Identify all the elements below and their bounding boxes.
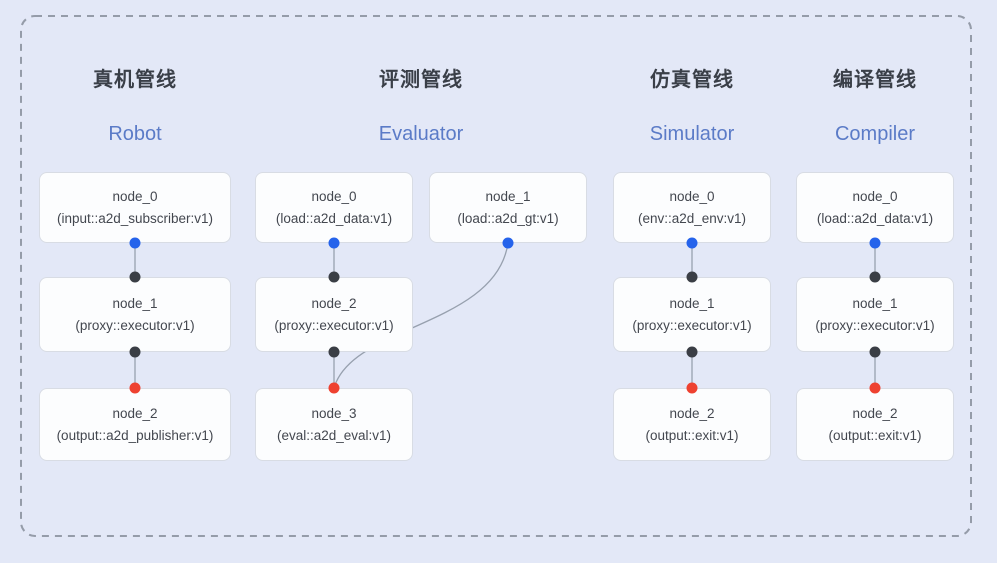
node-type-label: (load::a2d_gt:v1) [457,210,559,226]
node-name-label: node_2 [852,405,898,421]
port-dot-black [869,271,881,283]
node-name-label: node_0 [852,188,898,204]
node-name-label: node_1 [112,295,158,311]
subtitle-text: Simulator [649,123,735,145]
pipeline-title-evaluator-cn: 评测管线 [379,63,463,92]
port-dot-blue [129,237,141,249]
node-type-label: (output::exit:v1) [828,427,922,443]
node-type-label: (proxy::executor:v1) [815,317,935,333]
node-name-label: node_1 [485,188,531,204]
node-type-label: (load::a2d_data:v1) [275,210,393,226]
node-name-label: node_2 [669,405,715,421]
pipeline-subtitle-simulator: Simulator [650,123,734,146]
node-type-label: (input::a2d_subscriber:v1) [56,210,214,226]
dashed-frame [20,15,972,537]
pipeline-title-simulator-cn: 仿真管线 [650,63,734,92]
pipeline-2-node_2-box: node_2(output::exit:v1) [613,388,771,461]
title-text: 评测管线 [379,69,463,91]
pipeline-3-node_2-box: node_2(output::exit:v1) [796,388,954,461]
pipeline-subtitle-robot: Robot [108,123,161,146]
pipeline-subtitle-evaluator: Evaluator [379,123,464,146]
pipeline-0-node_2-box: node_2(output::a2d_publisher:v1) [39,388,231,461]
port-dot-blue [328,237,340,249]
port-dot-black [129,346,141,358]
node-name-label: node_2 [311,295,357,311]
title-text: 真机管线 [93,69,177,91]
node-type-label: (eval::a2d_eval:v1) [276,427,392,443]
port-dot-black [129,271,141,283]
port-dot-red [869,382,881,394]
pipeline-1-node_3-box: node_3(eval::a2d_eval:v1) [255,388,413,461]
port-dot-red [328,382,340,394]
node-type-label: (env::a2d_env:v1) [637,210,747,226]
node-name-label: node_0 [669,188,715,204]
port-dot-red [686,382,698,394]
pipeline-0-node_1-box: node_1(proxy::executor:v1) [39,277,231,352]
port-dot-blue [502,237,514,249]
pipeline-title-robot-cn: 真机管线 [93,63,177,92]
port-dot-black [328,346,340,358]
pipeline-1-node_1-box: node_1(load::a2d_gt:v1) [429,172,587,243]
pipeline-subtitle-compiler: Compiler [835,123,915,146]
title-text: 编译管线 [833,69,917,91]
port-dot-black [686,271,698,283]
subtitle-text: Robot [108,123,162,145]
node-name-label: node_0 [311,188,357,204]
node-type-label: (proxy::executor:v1) [75,317,195,333]
node-type-label: (output::a2d_publisher:v1) [56,427,214,443]
subtitle-text: Compiler [834,123,916,145]
pipeline-title-compiler-cn: 编译管线 [833,63,917,92]
port-dot-blue [686,237,698,249]
pipeline-3-node_1-box: node_1(proxy::executor:v1) [796,277,954,352]
port-dot-black [869,346,881,358]
node-type-label: (load::a2d_data:v1) [816,210,934,226]
pipeline-2-node_0-box: node_0(env::a2d_env:v1) [613,172,771,243]
node-name-label: node_1 [669,295,715,311]
node-type-label: (proxy::executor:v1) [632,317,752,333]
node-name-label: node_1 [852,295,898,311]
port-dot-red [129,382,141,394]
port-dot-black [686,346,698,358]
port-dot-blue [869,237,881,249]
pipeline-0-node_0-box: node_0(input::a2d_subscriber:v1) [39,172,231,243]
node-name-label: node_3 [311,405,357,421]
node-type-label: (proxy::executor:v1) [274,317,394,333]
node-type-label: (output::exit:v1) [645,427,739,443]
pipeline-1-node_2-box: node_2(proxy::executor:v1) [255,277,413,352]
subtitle-text: Evaluator [378,123,464,145]
edge-line [333,242,509,389]
pipeline-3-node_0-box: node_0(load::a2d_data:v1) [796,172,954,243]
pipeline-1-node_0-box: node_0(load::a2d_data:v1) [255,172,413,243]
node-name-label: node_2 [112,405,158,421]
pipeline-2-node_1-box: node_1(proxy::executor:v1) [613,277,771,352]
port-dot-black [328,271,340,283]
title-text: 仿真管线 [650,69,734,91]
node-name-label: node_0 [112,188,158,204]
